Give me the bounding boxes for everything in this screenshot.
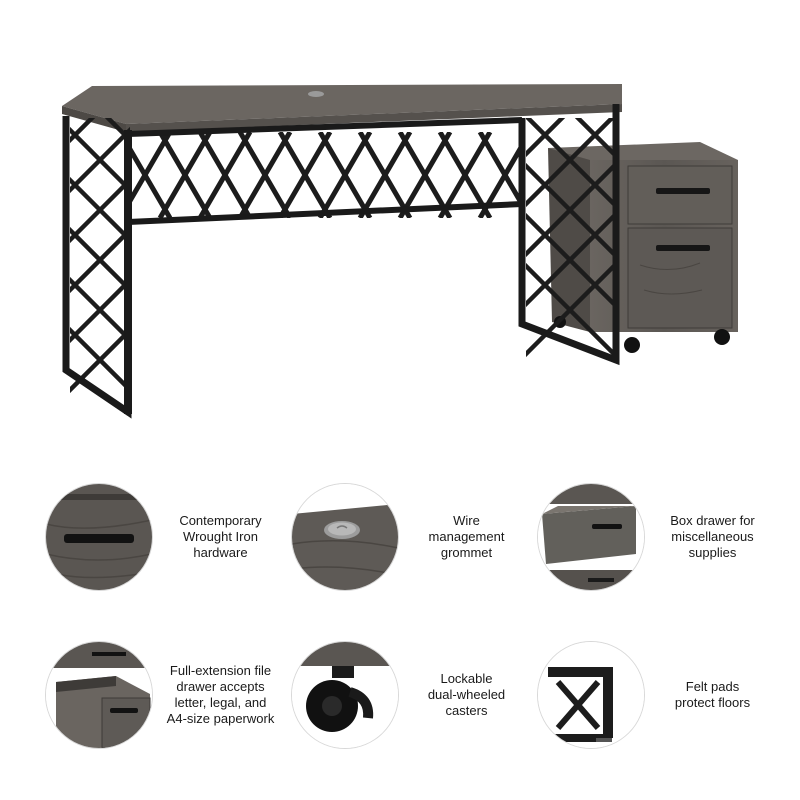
left-leg [62,116,132,419]
apron-frame [127,117,523,225]
feature-file-drawer: Full-extension file drawer accepts lette… [46,642,306,752]
feature-caption: Felt pads protect floors [674,679,751,710]
feature-caption: Lockable dual-wheeled casters [427,671,506,718]
grommet-icon [292,484,398,590]
file-drawer-icon [46,642,152,748]
drawer-handle-icon [46,484,152,590]
desk-product-image [62,84,738,419]
feature-caption: Box drawer for miscellaneous supplies [670,513,755,560]
feature-caption: Full-extension file drawer accepts lette… [166,663,275,726]
file-cabinet [548,142,738,353]
desk-top [62,84,622,132]
feature-casters: Lockable dual-wheeled casters [292,642,552,752]
feature-caption: Contemporary Wrought Iron hardware [179,513,262,560]
caster-wheel-icon [292,642,398,748]
feature-caption: Wire management grommet [428,513,505,560]
box-drawer-icon [538,484,644,590]
apron-lattice [130,132,522,218]
right-leg [518,104,620,366]
feature-hardware: Contemporary Wrought Iron hardware [46,484,306,594]
feature-box-drawer: Box drawer for miscellaneous supplies [538,484,798,594]
felt-pad-icon [538,642,644,748]
feature-felt-pads: Felt pads protect floors [538,642,798,752]
feature-grommet: Wire management grommet [292,484,552,594]
